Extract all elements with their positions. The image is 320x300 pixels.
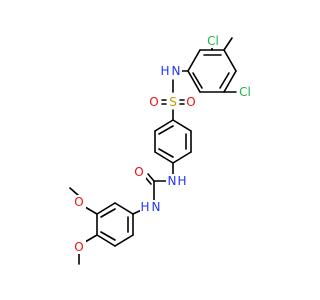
- chlorine-label-bottom: Cl: [239, 85, 251, 99]
- central-phenyl-ring: [154, 119, 192, 164]
- structure-canvas: Cl Cl H N S O O N H O H N O O: [69, 34, 253, 265]
- nitrogen-label-urea-bottom: N: [152, 200, 161, 214]
- atom-oxygen-sulfonyl-left: O: [148, 95, 161, 109]
- bond-ring-o-methoxy-upper: [84, 206, 98, 215]
- atom-oxygen-methoxy-lower: O: [73, 240, 86, 254]
- hydrogen-label-sulfonamide: H: [160, 64, 169, 78]
- bond-ring-cl-top: [223, 37, 233, 51]
- oxygen-label-sulfonyl-right: O: [186, 95, 195, 109]
- oxygen-label-methoxy-lower: O: [74, 240, 83, 254]
- sulfur-label: S: [169, 95, 177, 109]
- atom-sulfur: S: [167, 95, 179, 109]
- atom-nh-urea-top: N H: [166, 174, 190, 188]
- nitrogen-label-urea-top: N: [168, 174, 177, 188]
- bond-ring-o-methoxy-lower: [84, 234, 98, 243]
- atom-chlorine-bottom: Cl: [237, 85, 253, 100]
- dichlorophenyl-ring: [187, 49, 237, 93]
- atom-nh-sulfonamide: H N: [158, 64, 182, 78]
- oxygen-label-carbonyl: O: [134, 165, 143, 179]
- hydrogen-label-urea-bottom: H: [140, 200, 149, 214]
- atom-oxygen-methoxy-upper: O: [73, 195, 86, 209]
- chlorine-label-top: Cl: [207, 34, 219, 48]
- nitrogen-label-sulfonamide: N: [172, 64, 181, 78]
- oxygen-label-sulfonyl-left: O: [149, 95, 158, 109]
- atom-oxygen-sulfonyl-right: O: [185, 95, 198, 109]
- bond-c-o-a: [147, 173, 155, 182]
- atom-oxygen-carbonyl: O: [133, 165, 146, 179]
- atom-chlorine-top: Cl: [205, 34, 221, 48]
- atom-nh-urea-bottom: H N: [140, 200, 164, 214]
- molecule-diagram: Cl Cl H N S O O N H O H N O O: [69, 34, 253, 265]
- bond-o-methyl-upper: [69, 187, 80, 197]
- hydrogen-label-urea-top: H: [177, 174, 186, 188]
- oxygen-label-methoxy-upper: O: [74, 195, 83, 209]
- dimethoxyphenyl-ring: [96, 202, 134, 247]
